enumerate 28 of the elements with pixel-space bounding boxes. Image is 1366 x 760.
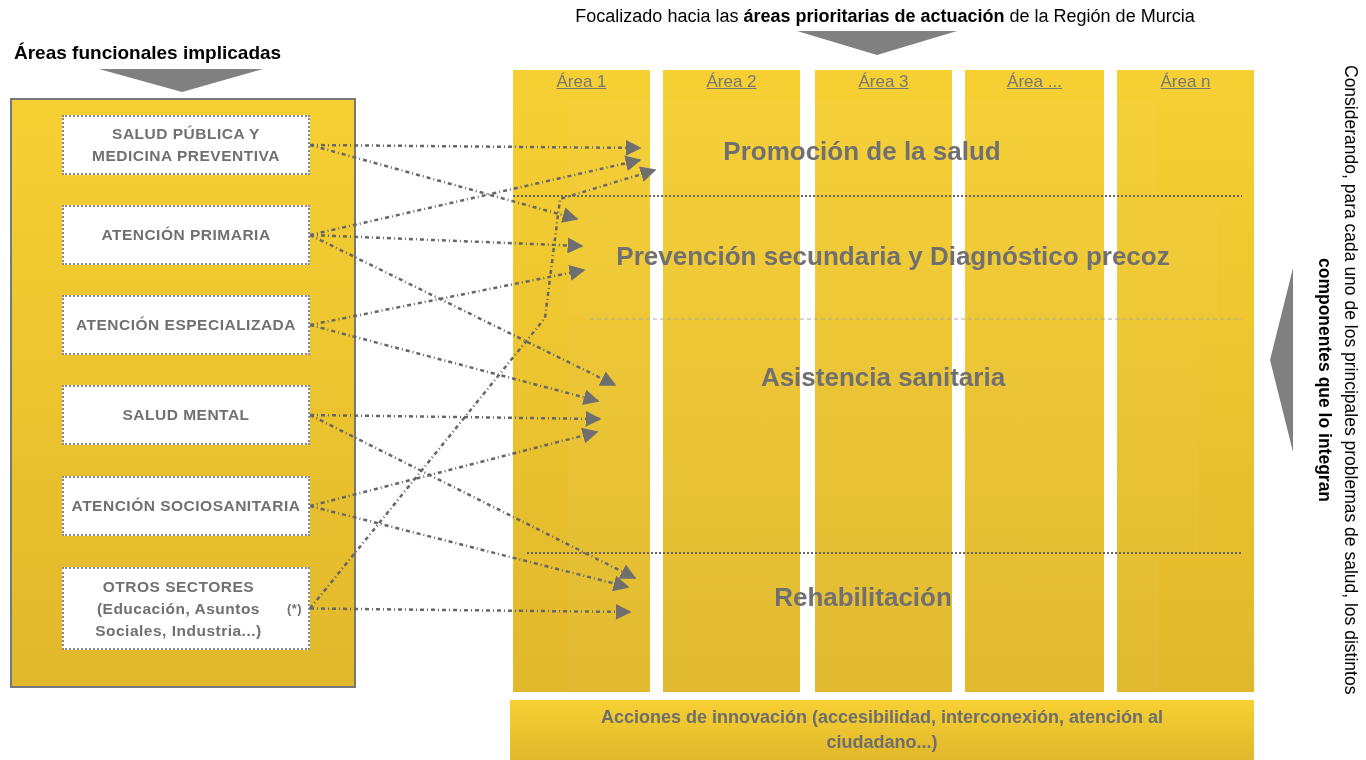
dotted-arrow (310, 603, 632, 620)
column-heading: Área 2 (706, 72, 757, 91)
dotted-arrow (309, 233, 617, 387)
dotted-arrow (309, 265, 586, 327)
dotted-arrow (309, 427, 599, 508)
dotted-arrow (309, 233, 584, 254)
panel (10, 98, 356, 688)
header-text: Focalizado hacia las áreas prioritarias de actuación de la Región de Murcia (574, 6, 1196, 27)
column-heading: Área 1 (556, 72, 607, 91)
area-box: ATENCIÓN SOCIOSANITARIA (62, 476, 310, 536)
panel-heading: Áreas funcionales implicadas (14, 42, 283, 64)
innovation-bar: Acciones de innovación (accesibilidad, interconexión, atención al ciudadano...) (510, 700, 1254, 760)
area-box: ATENCIÓN PRIMARIA (62, 205, 310, 265)
area-box: SALUD PÚBLICA Y MEDICINA PREVENTIVA (62, 115, 310, 175)
dotted-arrow (309, 504, 630, 592)
side-text: Considerando, para cada uno de los principales problemas de salud, los distintos componentes que lo integran (1314, 64, 1362, 697)
column-heading: Área ... (1007, 72, 1062, 91)
dotted-arrow (309, 323, 600, 406)
area-box: SALUD MENTAL (62, 385, 310, 445)
dotted-arrow (309, 143, 579, 223)
dotted-arrow (309, 413, 637, 580)
area-box: ATENCIÓN ESPECIALIZADA (62, 295, 310, 355)
dotted-arrow (310, 410, 602, 427)
dotted-arrow (309, 155, 642, 237)
dotted-arrow (310, 139, 642, 156)
column-heading: Área n (1160, 72, 1211, 91)
dotted-arrow (309, 166, 657, 610)
column-heading: Área 3 (858, 72, 909, 91)
